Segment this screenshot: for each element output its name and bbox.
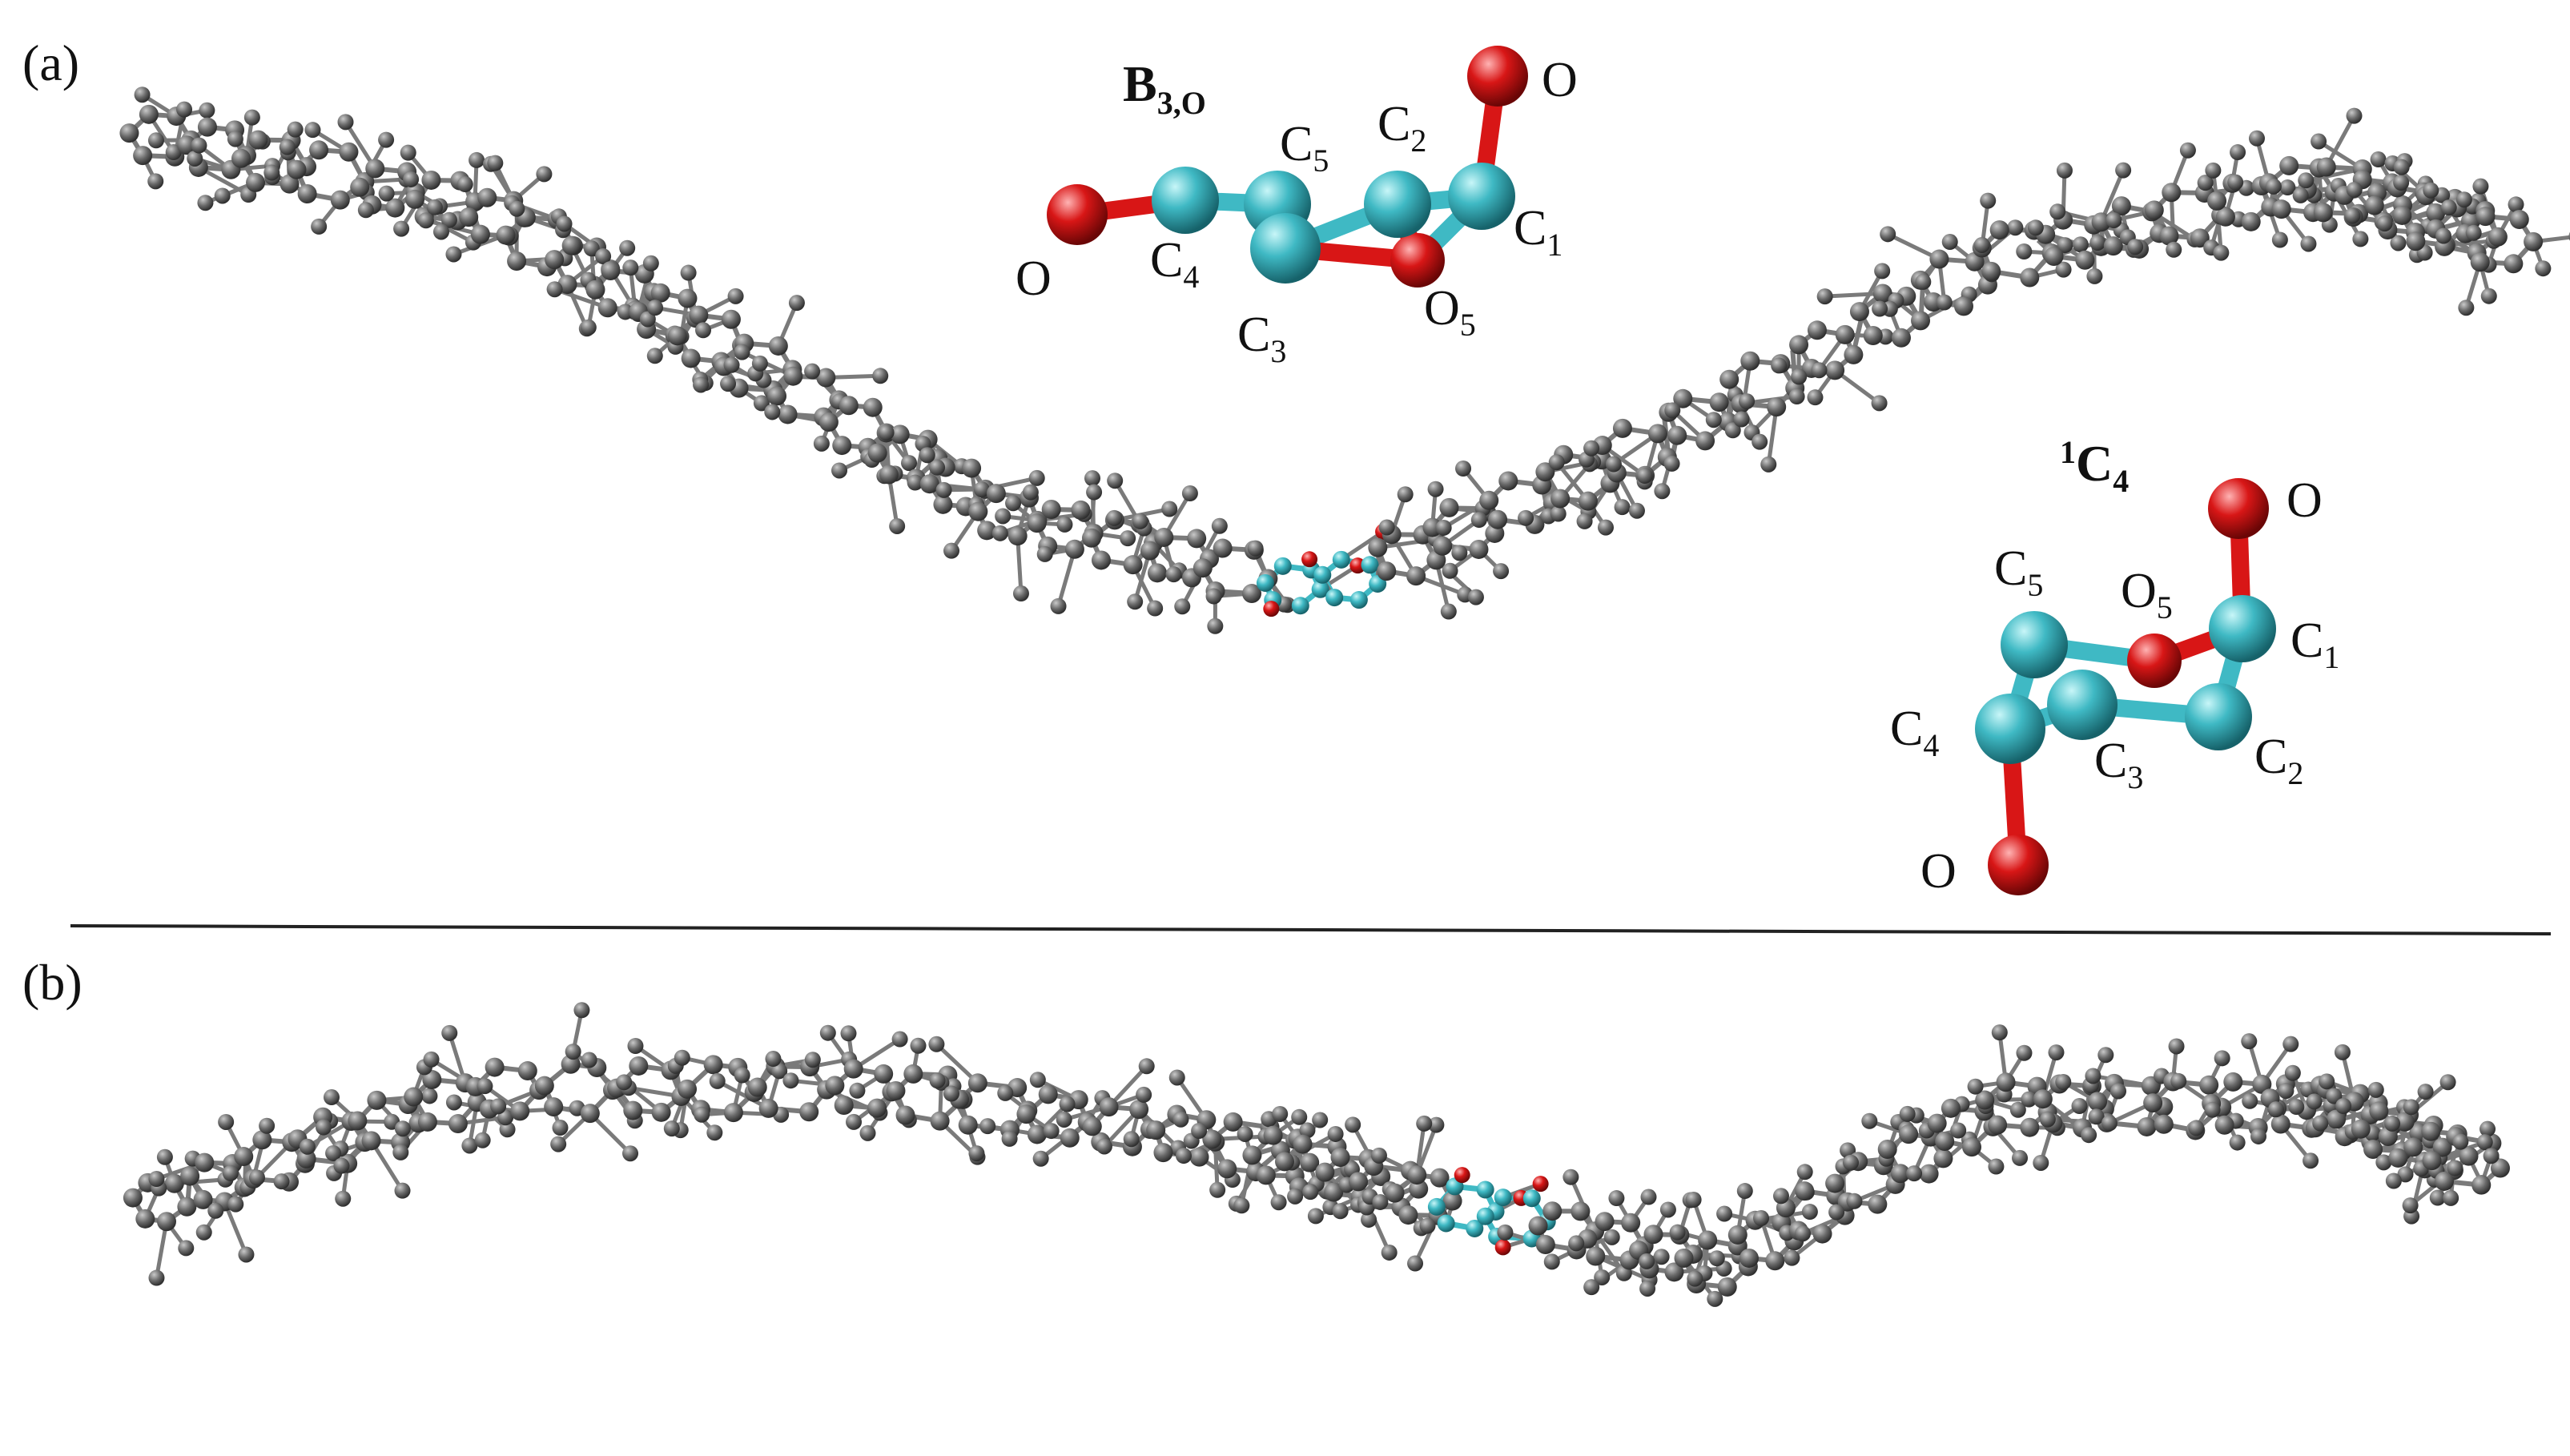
- chair-label-c4: C4: [1890, 702, 1939, 763]
- chair-conformation-inset: 1C4 O O C5 O5 C1 C4 C3 C2: [1890, 434, 2339, 899]
- boat-conformation-inset: B3,O O O C2 C5 C1 C4 C3: [1016, 46, 1578, 369]
- boat-label-c3: C3: [1237, 308, 1286, 369]
- boat-title: B3,O: [1123, 55, 1206, 121]
- chair-carbon-c4: [1975, 694, 2045, 764]
- boat-oxygen-top: [1467, 46, 1528, 107]
- boat-label-c5: C5: [1280, 117, 1329, 179]
- boat-label-o-left: O: [1016, 251, 1052, 306]
- molecule-chain-b: [123, 1002, 2510, 1307]
- chair-title: 1C4: [2060, 434, 2129, 499]
- chair-oxygen-top: [2208, 478, 2269, 539]
- chair-label-c5: C5: [1994, 541, 2043, 603]
- boat-carbon-c4: [1152, 167, 1219, 234]
- boat-carbon-c1: [1448, 163, 1515, 230]
- panel-divider: [70, 924, 2552, 935]
- panel-label-a: (a): [22, 34, 79, 91]
- chair-carbon-c1: [2209, 595, 2276, 662]
- boat-label-c2: C2: [1378, 97, 1426, 159]
- boat-oxygen-left: [1047, 184, 1108, 245]
- chair-oxygen-bottom: [1988, 835, 2049, 895]
- chair-carbon-c5: [2001, 611, 2068, 678]
- chair-label-c3: C3: [2094, 734, 2143, 795]
- chair-label-o5: O5: [2121, 564, 2173, 625]
- boat-label-o5: O5: [1424, 281, 1476, 343]
- chair-carbon-c2: [2185, 683, 2252, 750]
- boat-label-o-top: O: [1542, 53, 1578, 107]
- molecule-chain-a: [119, 86, 2570, 634]
- boat-label-c1: C1: [1514, 201, 1563, 263]
- chair-label-o-top: O: [2286, 473, 2323, 528]
- boat-label-c4: C4: [1150, 233, 1199, 295]
- chair-label-o-bottom: O: [1920, 844, 1957, 899]
- boat-oxygen-o5: [1390, 233, 1445, 288]
- boat-carbon-c2: [1364, 171, 1431, 238]
- chair-atoms: [1975, 478, 2276, 895]
- chair-label-c1: C1: [2290, 613, 2339, 675]
- boat-atoms: [1047, 46, 1528, 288]
- panel-label-b: (b): [22, 954, 82, 1011]
- chair-label-c2: C2: [2254, 730, 2303, 791]
- boat-carbon-c3: [1250, 213, 1321, 284]
- chair-carbon-c3: [2047, 670, 2118, 740]
- chair-oxygen-o5: [2127, 633, 2182, 688]
